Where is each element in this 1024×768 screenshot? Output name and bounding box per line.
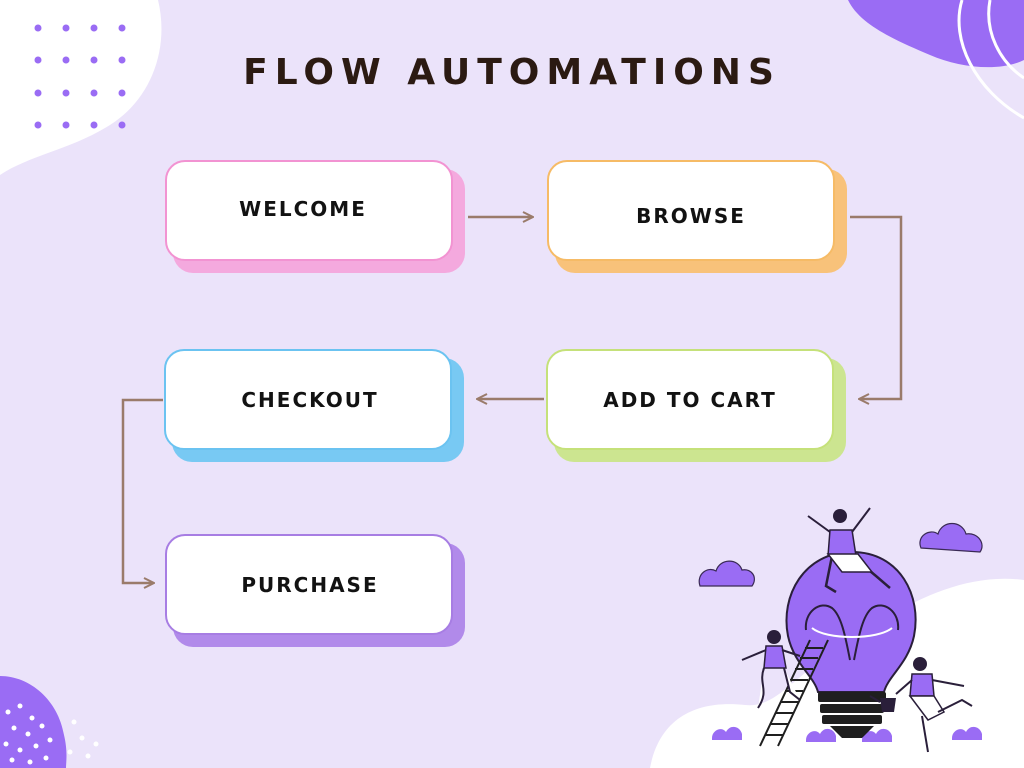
node-browse[interactable]: BROWSE [547, 160, 847, 276]
ring-top-right-2 [987, 0, 1024, 80]
watering-can-icon [869, 695, 896, 712]
node-purchase[interactable]: PURCHASE [165, 534, 465, 650]
node-checkout[interactable]: CHECKOUT [164, 349, 464, 465]
node-label-purchase: PURCHASE [241, 572, 379, 597]
cloud-icon [698, 560, 755, 587]
node-card [546, 349, 834, 450]
node-card [164, 349, 452, 450]
blob-bottom-left [0, 676, 67, 768]
person-icon [807, 507, 891, 594]
node-add-to-cart[interactable]: ADD TO CART [546, 349, 846, 465]
person-icon [895, 657, 973, 753]
dot-grid [34, 24, 126, 129]
node-label-browse: BROWSE [636, 203, 746, 228]
node-label-add-to-cart: ADD TO CART [603, 387, 777, 412]
cloud-icon [919, 522, 983, 553]
blob-top-left [0, 0, 162, 175]
node-label-checkout: CHECKOUT [241, 387, 379, 412]
node-welcome[interactable]: WELCOME [165, 160, 465, 276]
dots-bottom-left [3, 703, 99, 765]
node-card [547, 160, 835, 261]
ring-top-right [957, 0, 1024, 120]
edge-browse-add-to-cart [850, 215, 903, 399]
node-label-welcome: WELCOME [239, 196, 367, 221]
node-card [165, 160, 453, 261]
person-icon [741, 630, 801, 709]
lightbulb-icon [785, 550, 917, 738]
node-card [165, 534, 453, 635]
page-title: FLOW AUTOMATIONS [243, 52, 781, 93]
bush-decor [712, 726, 982, 742]
blob-top-right [848, 0, 1024, 68]
edge-checkout-purchase [121, 398, 163, 583]
